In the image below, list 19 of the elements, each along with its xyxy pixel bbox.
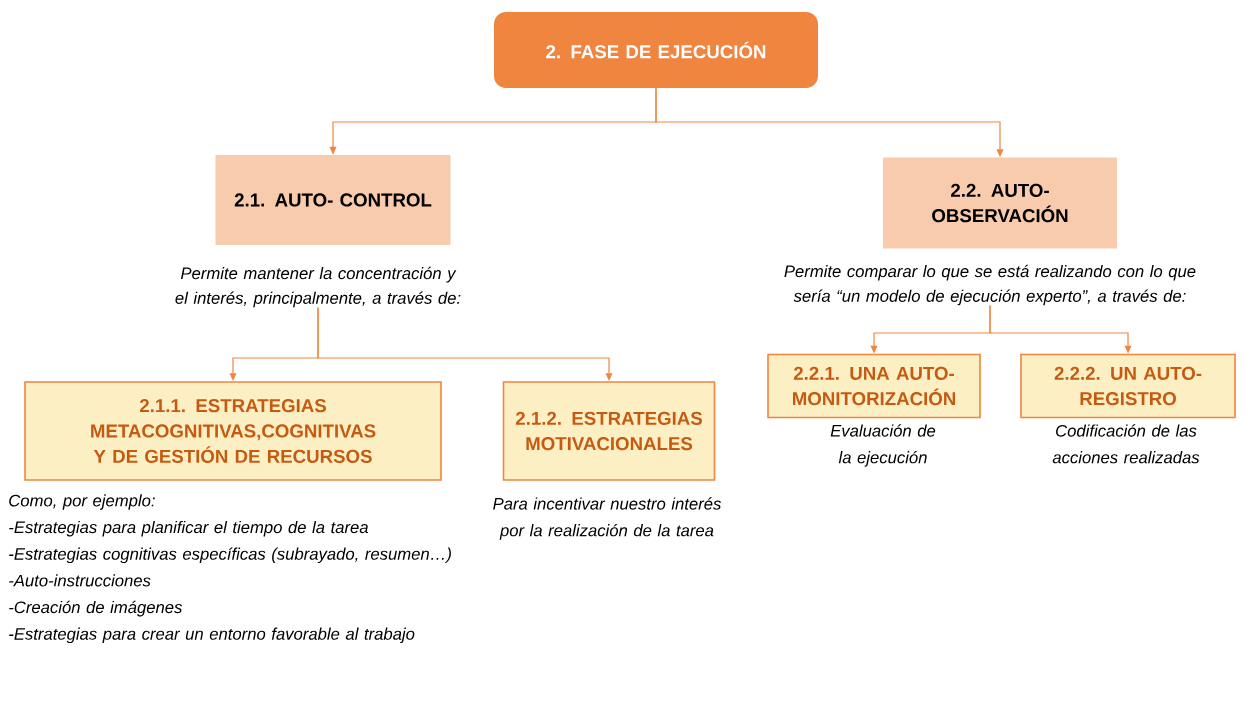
- strategy-box: 2.2.2. UN AUTO- REGISTRO: [1020, 353, 1236, 419]
- node-label: -Auto-instrucciones: [9, 574, 151, 587]
- phase-box: 2. FASE DE EJECUCIÓN: [494, 12, 818, 88]
- description-text: Evaluación de la ejecución: [830, 424, 936, 467]
- node-label: -Estrategias cognitivas específicas (subrayado, resumen…): [9, 547, 451, 564]
- node-label: Como, por ejemplo:: [9, 494, 155, 510]
- node-label: -Estrategias para planificar el tiempo de la tarea: [9, 520, 368, 537]
- process-box: 2.1. AUTO- CONTROL: [215, 155, 451, 245]
- strategy-box: 2.2.1. UNA AUTO- MONITORIZACIÓN: [767, 353, 981, 419]
- node-label: -Creación de imágenes: [9, 600, 183, 617]
- description-text: Para incentivar nuestro interés por la realización de la tarea: [493, 497, 721, 540]
- node-label: -Estrategias para crear un entorno favorable al trabajo: [9, 627, 415, 644]
- example-list: Como, por ejemplo: -Estrategias para planificar el tiempo de la tarea -Estrategias cognitivas específicas (subrayado, resumen…) -Auto-instrucciones -Creación de imágenes -Estrategias para crear un entorno favorable al trabajo: [9, 494, 451, 644]
- process-box: 2.2. AUTO- OBSERVACIÓN: [883, 157, 1117, 249]
- strategy-box: 2.1.1. ESTRATEGIAS METACOGNITIVAS,COGNITIVAS Y DE GESTIÓN DE RECURSOS: [24, 381, 442, 481]
- description-text: Permite mantener la concentración y el interés, principalmente, a través de:: [175, 266, 461, 308]
- strategy-box: 2.1.2. ESTRATEGIAS MOTIVACIONALES: [502, 381, 716, 481]
- description-text: Permite comparar lo que se está realizando con lo que sería “un modelo de ejecución experto”, a través de:: [784, 264, 1196, 306]
- description-text: Codificación de las acciones realizadas: [1052, 424, 1200, 464]
